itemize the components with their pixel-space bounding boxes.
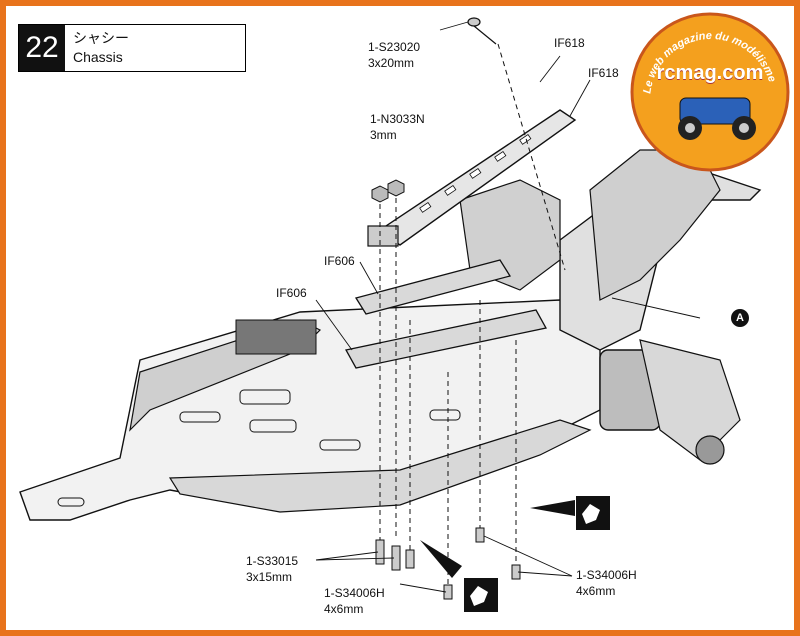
label-s34006h-left-size: 4x6mm — [324, 602, 364, 616]
shock-tower — [589, 149, 721, 301]
logo-car-icon — [678, 97, 756, 140]
label-if606-b: IF606 — [276, 286, 307, 300]
label-screw-top-size: 3x20mm — [368, 56, 415, 70]
chassis-lower-edge — [168, 419, 592, 513]
label-s34006h-left-part: 1-S34006H — [324, 586, 385, 600]
label-if618-b: IF618 — [588, 66, 619, 80]
logo-text[interactable]: rcmag.com — [656, 62, 764, 84]
step-title-en: Chassis — [73, 49, 123, 65]
step-header: 22 シャシー Chassis — [18, 24, 246, 72]
label-if606-a: IF606 — [324, 254, 355, 268]
label-s33015-part: 1-S33015 — [246, 554, 299, 568]
label-if618-a: IF618 — [554, 36, 585, 50]
step-number: 22 — [19, 25, 65, 71]
label-s33015-size: 3x15mm — [246, 570, 293, 584]
nuts-3mm — [371, 179, 405, 203]
screw-3x20 — [467, 17, 497, 45]
label-screw-top-part: 1-S23020 — [368, 40, 421, 54]
label-s34006h-right-part: 1-S34006H — [576, 568, 637, 582]
rear-arm — [639, 339, 741, 461]
if606-upper-plate — [354, 259, 512, 315]
label-nut-size: 3mm — [370, 128, 397, 142]
driver-icon-right — [530, 496, 610, 530]
callout-a-label: A — [736, 312, 744, 324]
label-s34006h-right-size: 4x6mm — [576, 584, 616, 598]
driver-icon-left — [420, 540, 498, 612]
callout-a-circle — [731, 309, 749, 327]
brace-mount — [367, 225, 399, 247]
label-nut-part: 1-N3033N — [370, 112, 425, 126]
rear-hub — [695, 435, 725, 465]
step-title-ja: シャシー — [73, 30, 129, 46]
